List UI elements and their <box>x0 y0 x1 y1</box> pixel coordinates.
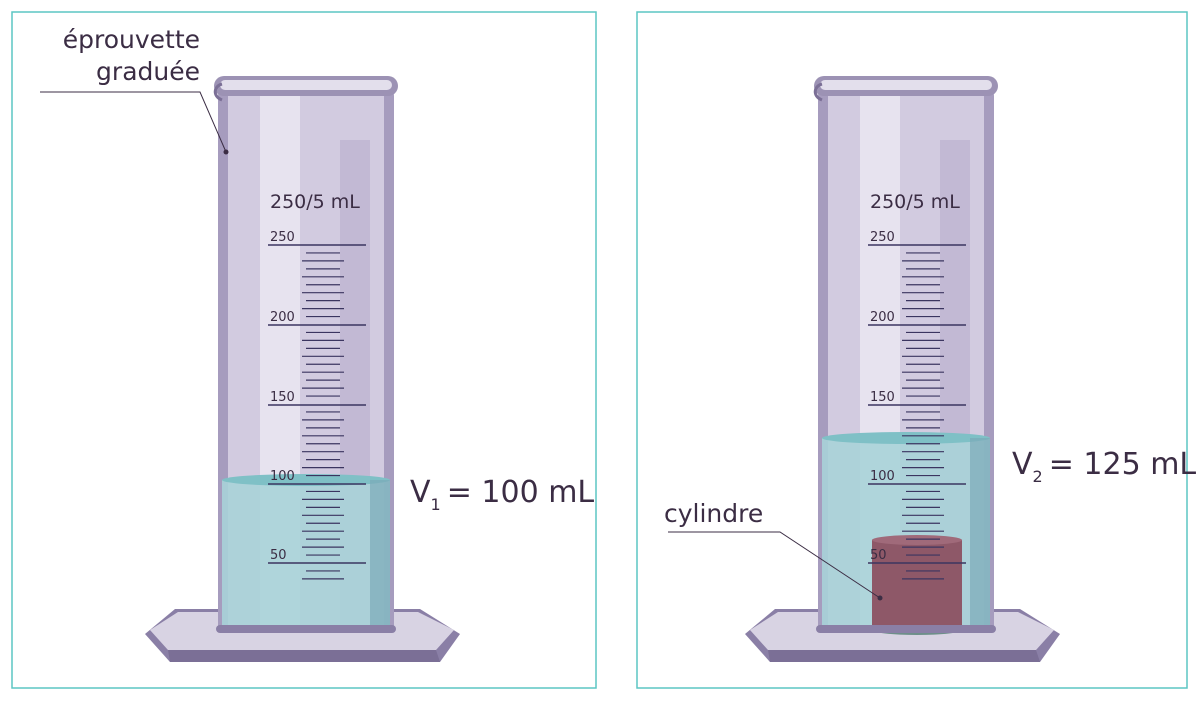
left-scale-200: 200 <box>270 310 295 325</box>
right-scale-150: 150 <box>870 390 895 405</box>
right-scale-50: 50 <box>870 548 887 563</box>
right-minor-ticks <box>902 252 944 580</box>
left-scale-50: 50 <box>270 548 287 563</box>
right-cylinder <box>813 76 998 635</box>
right-volume-symbol: V <box>1012 447 1033 482</box>
right-scale-200: 200 <box>870 310 895 325</box>
right-volume-label: V2 = 125 mL <box>1012 447 1196 486</box>
right-volume-value: = 125 mL <box>1049 447 1197 482</box>
cylindre-label: cylindre <box>664 499 763 528</box>
right-capacity-label: 250/5 mL <box>870 191 960 213</box>
left-minor-ticks <box>302 252 344 580</box>
left-annotation: éprouvette graduée <box>40 25 229 155</box>
left-volume-subscript: 1 <box>431 495 441 514</box>
left-scale-150: 150 <box>270 390 295 405</box>
annotation-label-line2: graduée <box>96 57 200 86</box>
svg-text:V2= 125 mL: V2 = 125 mL <box>1012 447 1196 486</box>
annotation-label-line1: éprouvette <box>63 25 200 54</box>
left-volume-label: V1 = 100 mL <box>410 475 594 514</box>
left-scale-250: 250 <box>270 230 295 245</box>
right-volume-subscript: 2 <box>1033 467 1043 486</box>
left-scale-100: 100 <box>270 469 295 484</box>
left-liquid <box>222 474 390 630</box>
right-panel: 250 200 150 100 50 250/5 mL cylindre V2 =… <box>636 11 1196 689</box>
left-panel: 250 200 150 100 50 250/5 mL éprouvette g… <box>11 11 597 689</box>
left-volume-value: = 100 mL <box>447 475 595 510</box>
svg-text:V1= 100 mL: V1 = 100 mL <box>410 475 594 514</box>
left-graduation-scale <box>268 244 366 564</box>
right-graduation-scale <box>868 244 966 564</box>
right-annotation: cylindre <box>664 499 883 601</box>
right-scale-labels: 250 200 150 100 50 <box>870 230 895 563</box>
left-cylinder <box>213 76 398 633</box>
left-volume-symbol: V <box>410 475 431 510</box>
left-scale-labels: 250 200 150 100 50 <box>270 230 295 563</box>
right-scale-250: 250 <box>870 230 895 245</box>
left-capacity-label: 250/5 mL <box>270 191 360 213</box>
right-scale-100: 100 <box>870 469 895 484</box>
